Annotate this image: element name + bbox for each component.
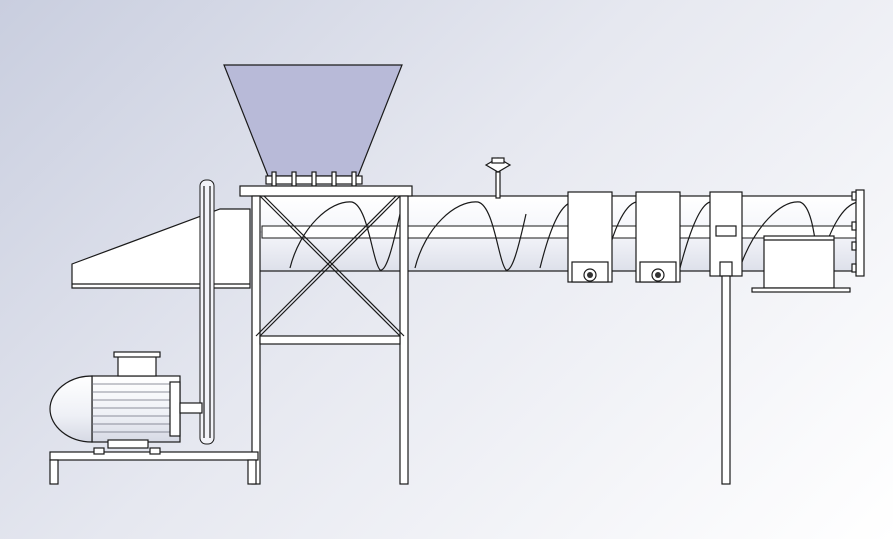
tube-clamp-2 (635, 191, 681, 283)
motor-base-frame (49, 451, 259, 485)
right-support (709, 191, 743, 485)
electric-motor (49, 351, 203, 455)
temperature-sensor (484, 157, 512, 199)
end-flange (851, 189, 865, 277)
motor-cooling-fins (92, 383, 170, 433)
belt-drive (199, 179, 215, 445)
outlet-box (751, 235, 851, 293)
motor-shaft (179, 402, 203, 414)
feed-hopper (223, 64, 403, 187)
main-support-frame (239, 185, 413, 485)
inlet-chute (71, 208, 251, 289)
motor-terminal-box (113, 351, 161, 377)
tube-clamp-1 (567, 191, 613, 283)
